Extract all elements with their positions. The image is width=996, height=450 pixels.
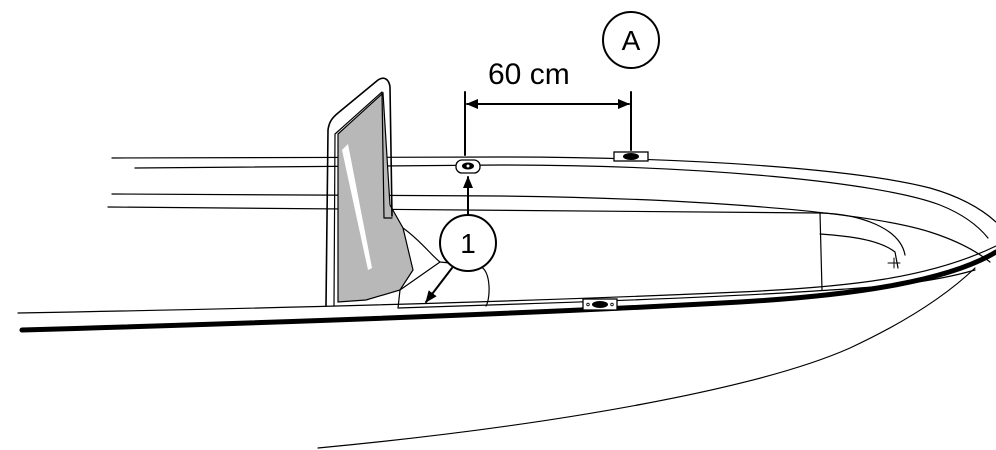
windshield-glass: [337, 91, 414, 303]
mount-point-1-top: [455, 159, 481, 174]
bow-locker-outline: [819, 212, 899, 291]
console-front: [397, 261, 441, 309]
windshield-frame-inner: [333, 91, 393, 307]
gunwale-top-line: [111, 156, 996, 223]
deck-lower-contour: [397, 269, 976, 309]
callout-1-arrow-down: [425, 267, 453, 303]
inner-deck-line-lower: [107, 206, 821, 214]
dimension-60cm: 60 cm: [464, 58, 632, 156]
sheer-stripe: [19, 249, 996, 333]
windshield: [325, 77, 490, 309]
dimension-label: 60 cm: [488, 58, 570, 91]
inner-deck-line: [111, 193, 991, 263]
boat-hull: [17, 156, 996, 449]
callout-1-label: 1: [460, 228, 476, 259]
hull-sheer-edge: [17, 245, 996, 314]
windshield-frame-outer: [325, 77, 393, 307]
hull-bottom-curve: [317, 267, 976, 449]
windshield-glare: [342, 144, 372, 270]
callout-a-label: A: [622, 25, 641, 56]
mount-point-side: [582, 298, 618, 311]
callout-1: 1: [425, 176, 497, 303]
bow-locker-detail: [887, 257, 901, 269]
gunwale-inner-line: [134, 164, 989, 239]
mount-point-a: [613, 151, 649, 162]
callout-a: A: [602, 11, 660, 69]
bow-inner-contour: [819, 212, 906, 256]
